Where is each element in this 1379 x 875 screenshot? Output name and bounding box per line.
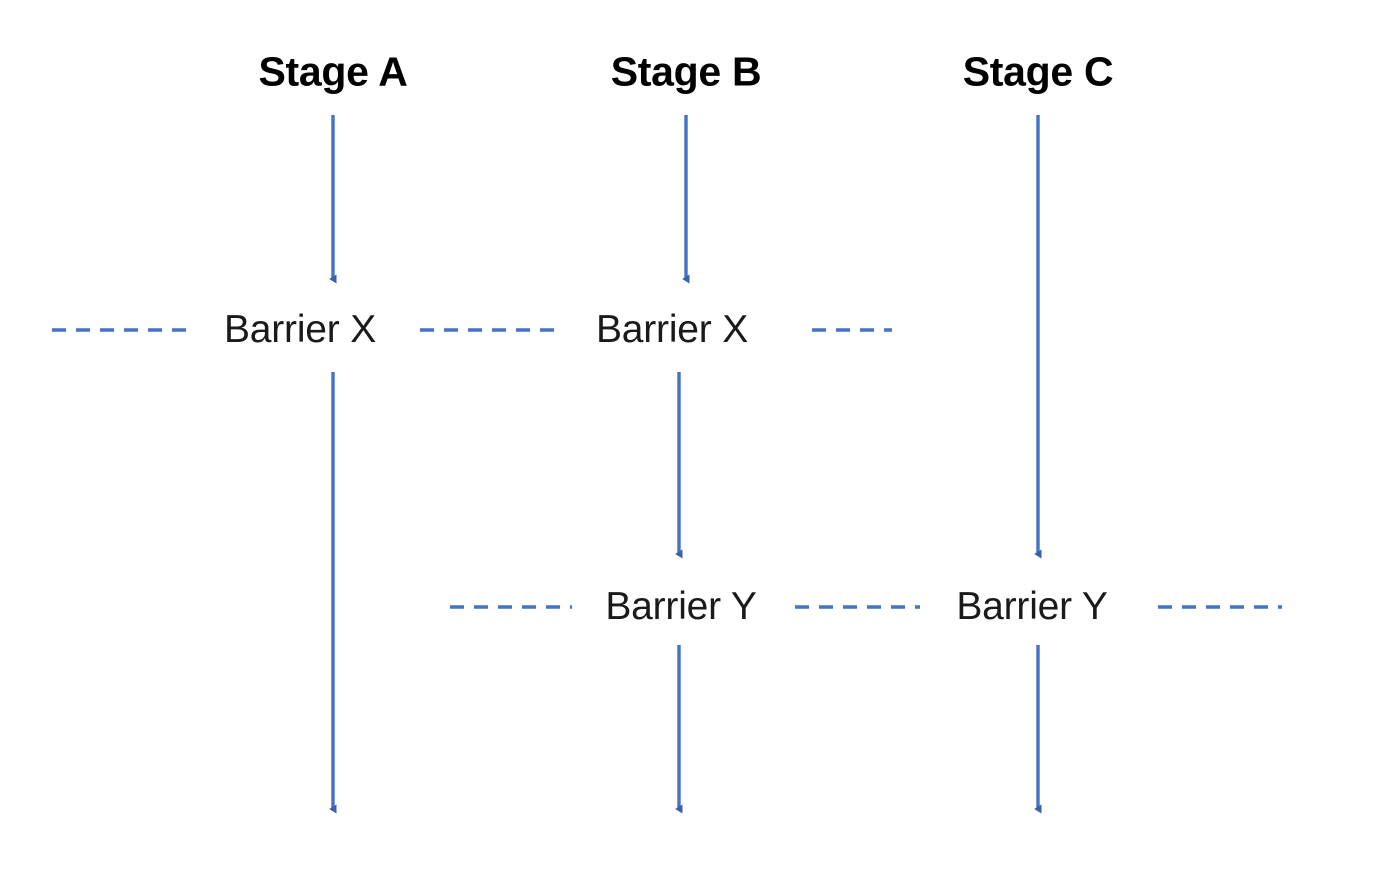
arrows-group [329,115,1042,814]
stage-header-b: Stage B [610,48,762,95]
stage-header-c: Stage C [962,48,1114,95]
dashed-connectors-group [52,328,1282,609]
barrier-label-y-c: Barrier Y [956,585,1108,628]
stage-header-a: Stage A [258,48,408,95]
barrier-label-x-a: Barrier X [223,308,377,351]
barrier-label-x-b: Barrier X [595,308,749,351]
barrier-label-y-b: Barrier Y [605,585,757,628]
